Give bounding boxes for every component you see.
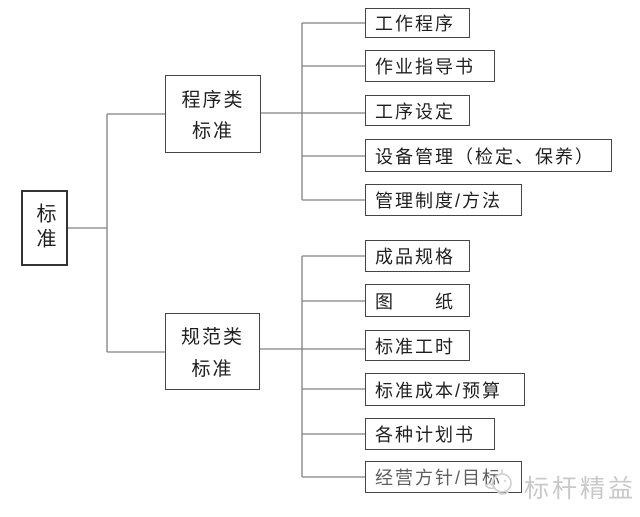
category-label-line2: 标准 <box>191 358 234 380</box>
node-leaf-standard-cost-budget: 标准成本/预算 <box>365 373 525 406</box>
node-leaf-various-plans: 各种计划书 <box>365 418 495 450</box>
bird-logo-icon <box>484 468 518 505</box>
node-leaf-product-specification: 成品规格 <box>365 240 470 272</box>
watermark: 标杆精益 <box>484 468 636 505</box>
category-label-line2: 标准 <box>191 121 234 143</box>
node-category-specification-standards: 规范类 标准 <box>165 313 260 390</box>
node-leaf-standard-working-hours: 标准工时 <box>365 330 470 361</box>
node-leaf-equipment-management: 设备管理（检定、保养） <box>365 139 612 172</box>
node-leaf-management-system-method: 管理制度/方法 <box>365 184 522 216</box>
node-leaf-process-setting: 工序设定 <box>365 95 470 126</box>
watermark-text: 标杆精益 <box>523 474 636 503</box>
node-root-standard: 标准 <box>21 190 68 266</box>
node-leaf-work-instruction: 作业指导书 <box>365 50 495 82</box>
node-leaf-work-procedure: 工作程序 <box>365 8 470 38</box>
node-category-procedure-standards: 程序类 标准 <box>165 75 261 153</box>
category-label-line1: 规范类 <box>180 327 244 349</box>
node-leaf-drawing: 图 纸 <box>365 284 470 317</box>
category-label-line1: 程序类 <box>181 89 245 111</box>
